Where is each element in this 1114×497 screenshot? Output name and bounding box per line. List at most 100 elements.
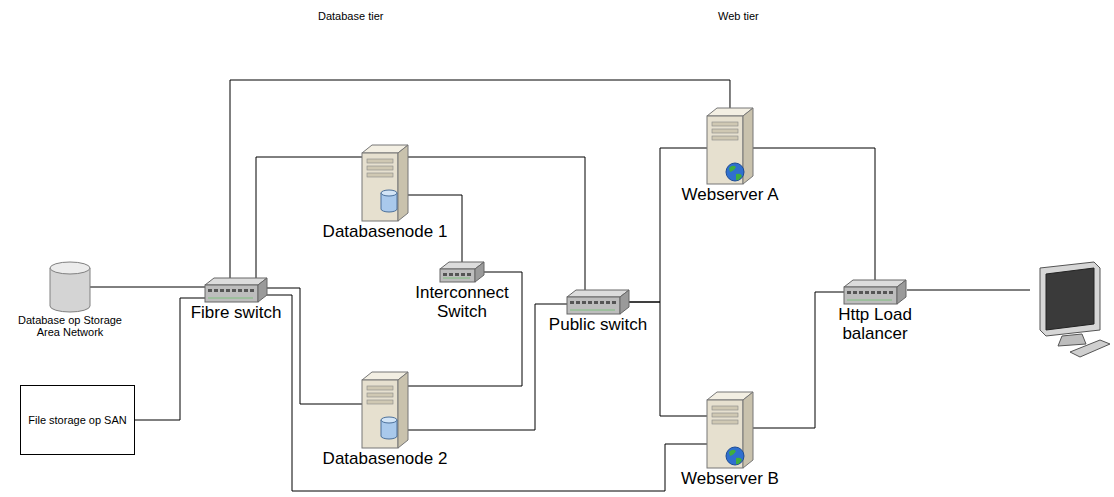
network-link: [256, 157, 362, 278]
drive-bay: [712, 129, 738, 133]
switch-port: [847, 291, 851, 294]
database-disk-top: [381, 190, 397, 196]
switch-led-strip: [208, 298, 253, 299]
switch-front: [567, 297, 620, 314]
switch-port: [455, 273, 459, 276]
switch-port: [865, 291, 869, 294]
node-label: Databasenode 2: [323, 450, 448, 469]
interconnect-switch-icon: [440, 262, 484, 282]
globe-land: [729, 166, 742, 180]
database-server-icon: [362, 372, 408, 448]
switch-side: [620, 290, 629, 314]
drive-bay: [712, 420, 738, 424]
switch-port: [467, 273, 471, 276]
node-label: Public switch: [549, 316, 647, 335]
storage-cylinder-icon: [50, 262, 90, 312]
switch-port: [889, 291, 893, 294]
switch-port: [208, 289, 212, 292]
switch-port: [853, 291, 857, 294]
node-label: Database op Storage Area Network: [14, 314, 126, 338]
network-link: [753, 148, 875, 280]
drive-bay: [367, 386, 393, 390]
network-link: [90, 287, 205, 288]
web-server: Webserver A: [681, 108, 778, 205]
network-link: [267, 295, 707, 491]
switch-port: [250, 289, 254, 292]
switch-port: [244, 289, 248, 292]
cylinder-body: [50, 268, 90, 312]
network-link: [753, 292, 844, 428]
web-globe: [726, 447, 744, 465]
switch-top: [844, 280, 906, 287]
public-switch: Public switch: [549, 290, 647, 335]
drive-bay: [367, 173, 393, 177]
fibre-switch: Fibre switch: [191, 278, 282, 323]
switch-port: [232, 289, 236, 292]
client-wire: [907, 290, 1030, 291]
switch-port: [859, 291, 863, 294]
monitor-stand: [1058, 334, 1086, 346]
switch-port: [238, 289, 242, 292]
storage-box: File storage op SAN: [20, 385, 135, 455]
load-balancer: Http Load balancer: [825, 280, 925, 343]
web-globe: [726, 163, 744, 181]
switch-port: [461, 273, 465, 276]
web-server-icon: [707, 108, 753, 184]
switch-side: [475, 262, 484, 282]
database-server: Databasenode 1: [323, 145, 448, 242]
cylinder-top: [50, 262, 90, 274]
drive-bay: [712, 406, 738, 410]
fibre-switch-icon: [205, 278, 267, 302]
database-server: Databasenode 2: [323, 372, 448, 469]
switch-front: [440, 269, 475, 282]
switch-led-strip: [570, 310, 615, 311]
storage-cylinder: Database op Storage Area Network: [14, 262, 126, 338]
switch-port: [594, 301, 598, 304]
switch-port: [226, 289, 230, 292]
switch-port: [588, 301, 592, 304]
drive-bay: [712, 136, 738, 140]
network-link: [408, 304, 567, 430]
drive-bay: [367, 166, 393, 170]
switch-port: [576, 301, 580, 304]
server-side: [398, 372, 408, 448]
server-side: [743, 108, 753, 184]
drive-bay: [712, 122, 738, 126]
load-balancer-icon: [844, 280, 906, 304]
switch-port: [582, 301, 586, 304]
web-server: Webserver B: [681, 392, 779, 489]
network-link: [230, 80, 730, 278]
node-label: File storage op SAN: [28, 414, 126, 426]
switch-port: [570, 301, 574, 304]
database-disk-top: [381, 417, 397, 423]
database-server-icon: [362, 145, 408, 221]
switch-port: [606, 301, 610, 304]
switch-port: [877, 291, 881, 294]
switch-front: [844, 287, 897, 304]
switch-front: [205, 285, 258, 302]
switch-top: [205, 278, 267, 285]
switch-led-strip: [443, 278, 470, 279]
switch-side: [258, 278, 267, 302]
drive-bay: [367, 393, 393, 397]
network-link: [629, 148, 707, 302]
switch-port: [220, 289, 224, 292]
switch-port: [883, 291, 887, 294]
server-front: [362, 153, 398, 221]
server-side: [398, 145, 408, 221]
node-label: Http Load balancer: [825, 306, 925, 343]
network-link: [408, 272, 522, 386]
switch-led-strip: [847, 300, 892, 301]
switch-port: [443, 273, 447, 276]
server-front: [707, 400, 743, 468]
client-computer: [1040, 262, 1110, 357]
node-label: Fibre switch: [191, 304, 282, 323]
node-label: Databasenode 1: [323, 223, 448, 242]
switch-side: [897, 280, 906, 304]
node-label: Webserver B: [681, 470, 779, 489]
keyboard: [1070, 340, 1110, 357]
switch-port: [871, 291, 875, 294]
web-server-icon: [707, 392, 753, 468]
node-label: Interconnect Switch: [407, 284, 517, 321]
server-front: [707, 116, 743, 184]
